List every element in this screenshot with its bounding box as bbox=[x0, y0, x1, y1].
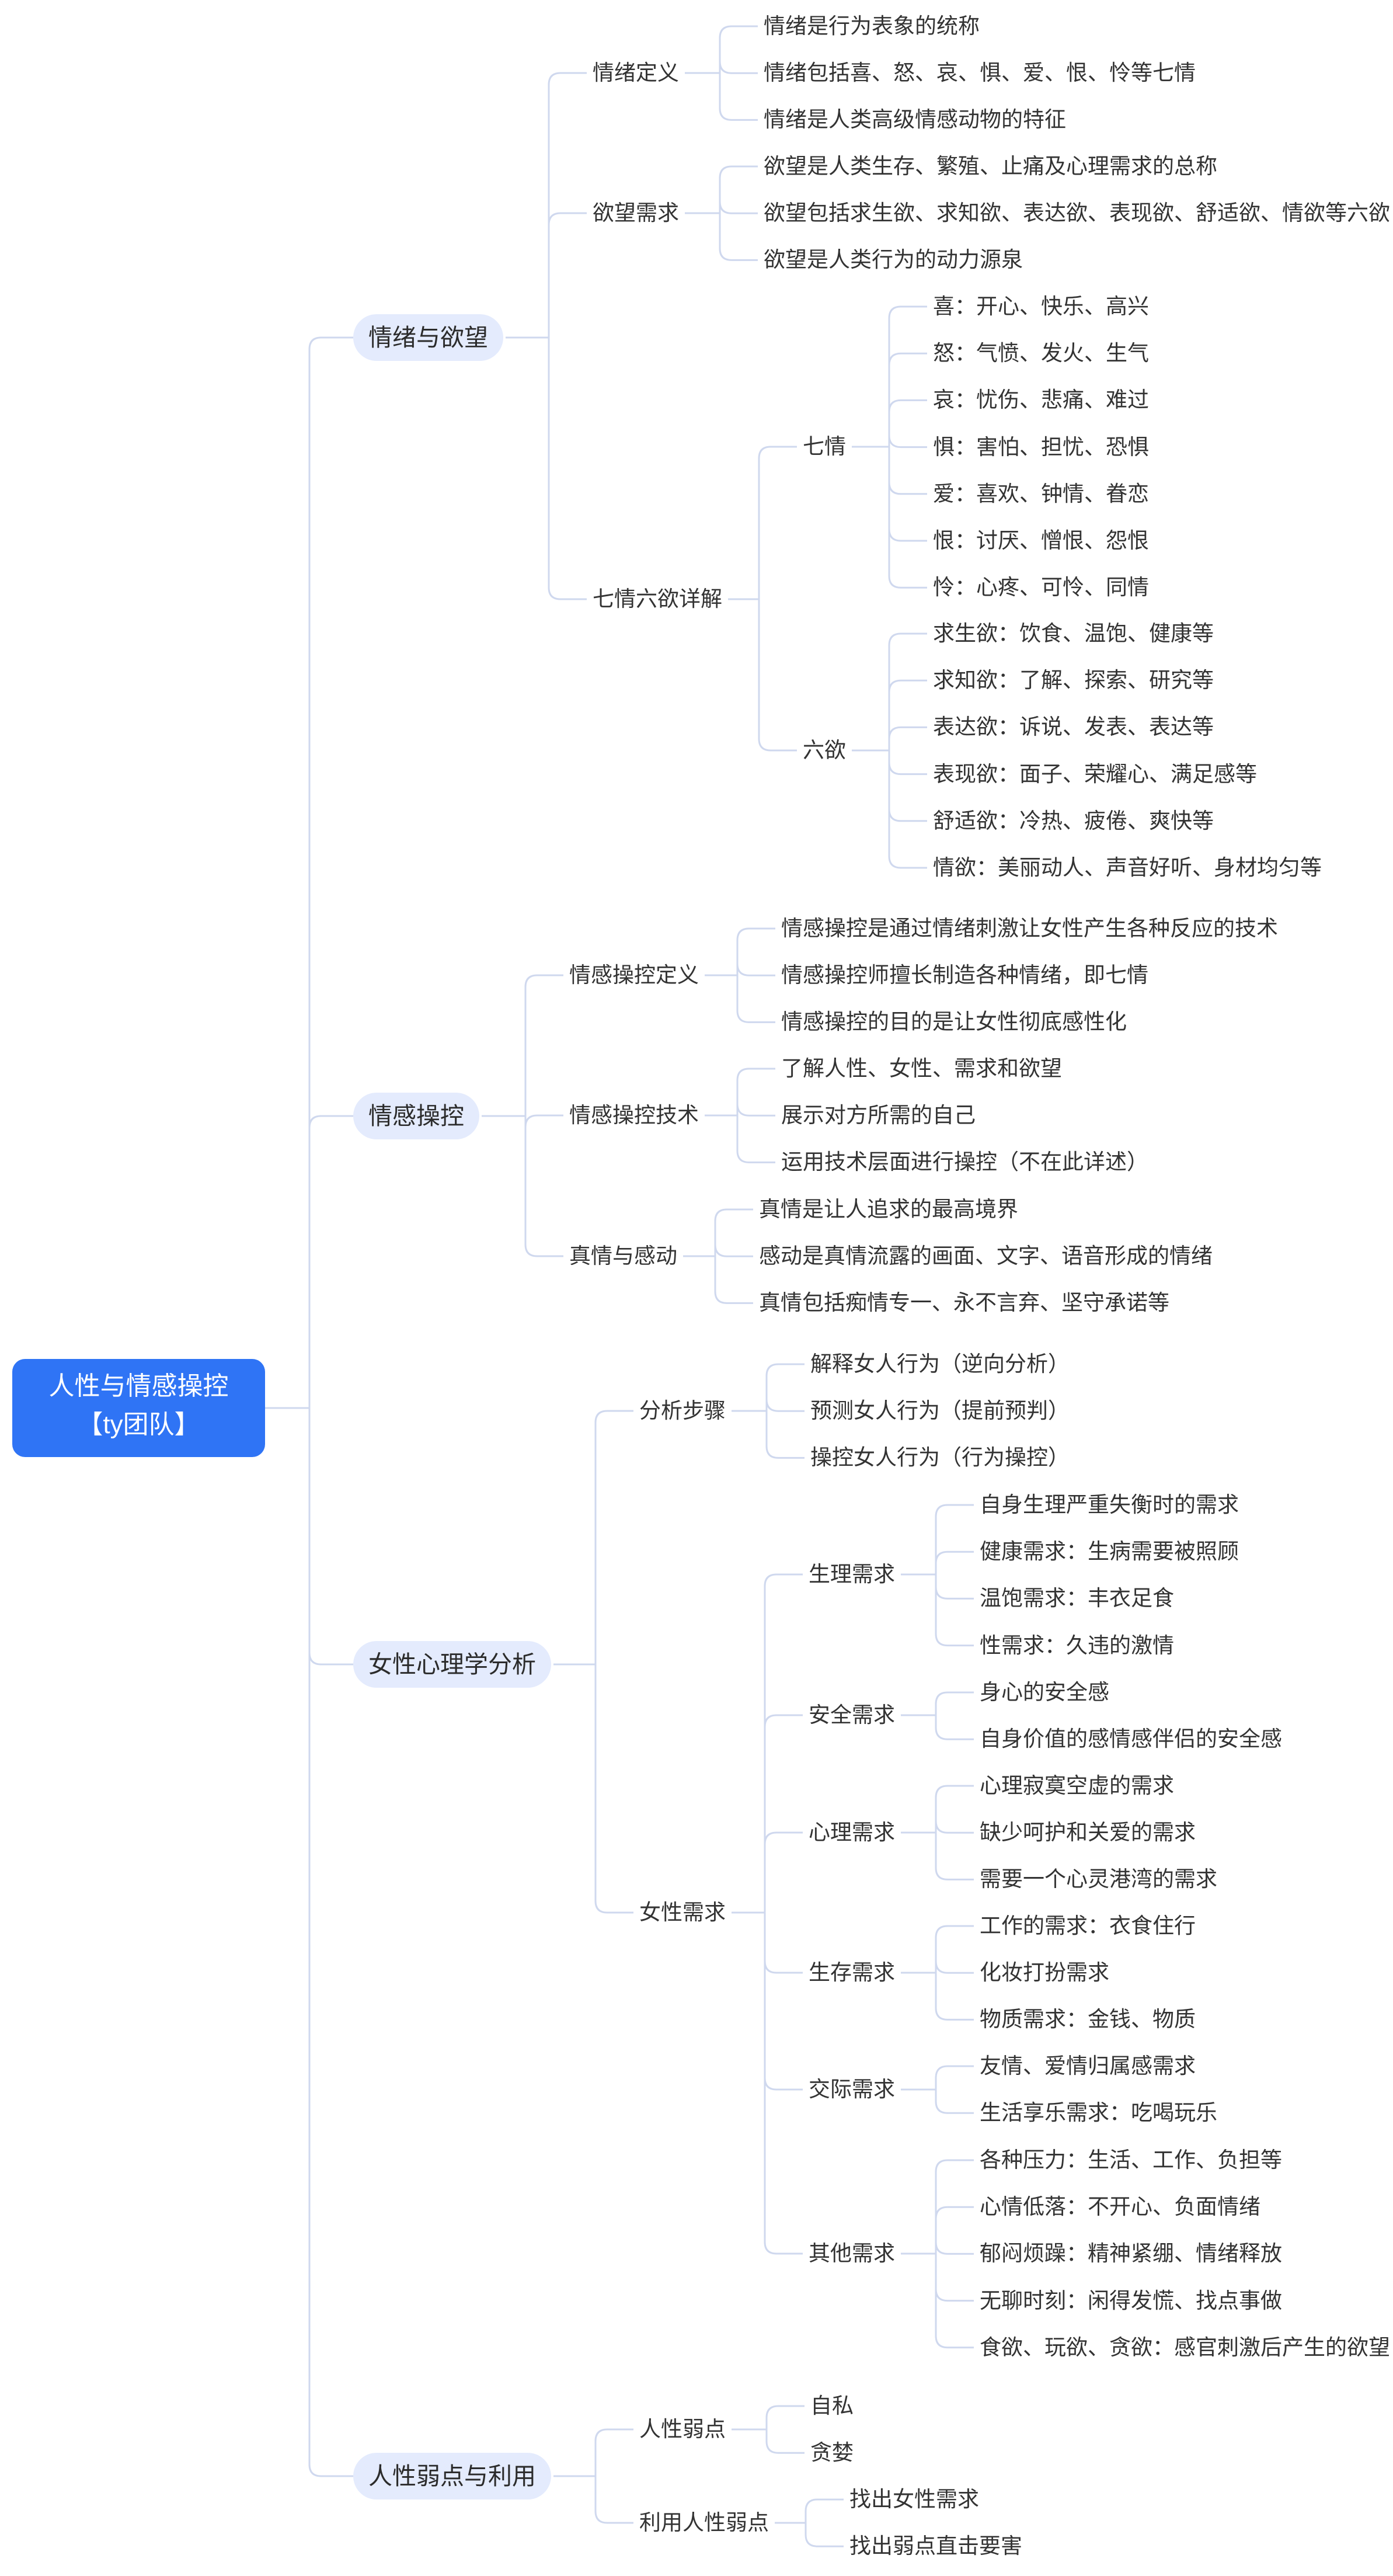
topic-node[interactable]: 情感操控定义 bbox=[569, 963, 699, 987]
branch-node-3[interactable]: 女性心理学分析 bbox=[353, 1641, 551, 1688]
leaf-node[interactable]: 表现欲：面子、荣耀心、满足感等 bbox=[933, 762, 1257, 786]
leaf-node[interactable]: 欲望是人类行为的动力源泉 bbox=[764, 248, 1023, 272]
leaf-node[interactable]: 食欲、玩欲、贪欲：感官刺激后产生的欲望 bbox=[980, 2335, 1390, 2359]
leaf-node[interactable]: 生活享乐需求：吃喝玩乐 bbox=[980, 2101, 1217, 2125]
branch-node-4[interactable]: 人性弱点与利用 bbox=[353, 2453, 551, 2499]
leaf-node[interactable]: 求知欲：了解、探索、研究等 bbox=[933, 668, 1214, 693]
leaf-node[interactable]: 情欲：美丽动人、声音好听、身材均匀等 bbox=[933, 856, 1322, 879]
leaf-node[interactable]: 情感操控是通过情绪刺激让女性产生各种反应的技术 bbox=[781, 916, 1278, 940]
subtopic-node[interactable]: 生存需求 bbox=[809, 1960, 895, 1984]
branch-node-2[interactable]: 情感操控 bbox=[353, 1093, 479, 1139]
leaf-node[interactable]: 工作的需求：衣食住行 bbox=[980, 1914, 1196, 1938]
leaf-node[interactable]: 情绪是行为表象的统称 bbox=[764, 14, 980, 38]
leaf-node[interactable]: 舒适欲：冷热、疲倦、爽快等 bbox=[933, 808, 1214, 833]
topic-node[interactable]: 情绪定义 bbox=[593, 61, 679, 85]
leaf-node[interactable]: 性需求：久违的激情 bbox=[980, 1633, 1174, 1657]
subtopic-node[interactable]: 安全需求 bbox=[809, 1703, 895, 1727]
topic-node[interactable]: 情感操控技术 bbox=[569, 1103, 699, 1127]
leaf-node[interactable]: 物质需求：金钱、物质 bbox=[980, 2007, 1196, 2032]
leaf-node[interactable]: 温饱需求：丰衣足食 bbox=[980, 1586, 1174, 1611]
leaf-node[interactable]: 心理寂寞空虚的需求 bbox=[980, 1774, 1174, 1798]
leaf-node[interactable]: 各种压力：生活、工作、负担等 bbox=[980, 2148, 1282, 2172]
topic-node[interactable]: 欲望需求 bbox=[593, 201, 679, 225]
leaf-node[interactable]: 缺少呵护和关爱的需求 bbox=[980, 1820, 1196, 1845]
leaf-node[interactable]: 真情包括痴情专一、永不言弃、坚守承诺等 bbox=[759, 1291, 1169, 1315]
leaf-node[interactable]: 自身生理严重失衡时的需求 bbox=[980, 1493, 1239, 1517]
leaf-node[interactable]: 欲望包括求生欲、求知欲、表达欲、表现欲、舒适欲、情欲等六欲 bbox=[764, 201, 1390, 225]
leaf-node[interactable]: 惧：害怕、担忧、恐惧 bbox=[933, 434, 1149, 459]
leaf-node[interactable]: 怜：心疼、可怜、同情 bbox=[933, 575, 1149, 600]
subtopic-node[interactable]: 其他需求 bbox=[809, 2241, 895, 2265]
leaf-node[interactable]: 喜：开心、快乐、高兴 bbox=[933, 294, 1149, 318]
leaf-node[interactable]: 真情是让人追求的最高境界 bbox=[759, 1197, 1018, 1221]
subtopic-node[interactable]: 交际需求 bbox=[809, 2077, 895, 2101]
leaf-node[interactable]: 情感操控师擅长制造各种情绪，即七情 bbox=[781, 963, 1148, 988]
leaf-node[interactable]: 需要一个心灵港湾的需求 bbox=[980, 1867, 1217, 1892]
leaf-node[interactable]: 哀：忧伤、悲痛、难过 bbox=[933, 388, 1149, 412]
root-node[interactable]: 人性与情感操控 【ty团队】 bbox=[12, 1359, 265, 1457]
leaf-node[interactable]: 自身价值的感情感伴侣的安全感 bbox=[980, 1727, 1282, 1751]
leaf-node[interactable]: 化妆打扮需求 bbox=[980, 1960, 1109, 1985]
leaf-node[interactable]: 恨：讨厌、憎恨、怨恨 bbox=[933, 529, 1149, 552]
leaf-node[interactable]: 表达欲：诉说、发表、表达等 bbox=[933, 715, 1214, 739]
leaf-node[interactable]: 情感操控的目的是让女性彻底感性化 bbox=[781, 1010, 1127, 1034]
subtopic-node[interactable]: 心理需求 bbox=[809, 1820, 895, 1844]
leaf-node[interactable]: 找出女性需求 bbox=[849, 2487, 979, 2511]
leaf-node[interactable]: 展示对方所需的自己 bbox=[781, 1103, 976, 1128]
root-title-line2: 【ty团队】 bbox=[77, 1410, 200, 1439]
leaf-node[interactable]: 找出弱点直击要害 bbox=[849, 2534, 1022, 2558]
leaf-node[interactable]: 无聊时刻：闲得发慌、找点事做 bbox=[980, 2288, 1282, 2313]
leaf-node[interactable]: 友情、爱情归属感需求 bbox=[980, 2054, 1196, 2078]
topic-node[interactable]: 利用人性弱点 bbox=[639, 2511, 769, 2535]
root-title-line1: 人性与情感操控 bbox=[48, 1372, 229, 1400]
topic-node[interactable]: 分析步骤 bbox=[639, 1399, 726, 1423]
subtopic-node[interactable]: 六欲 bbox=[803, 738, 846, 762]
leaf-node[interactable]: 自私 bbox=[810, 2394, 854, 2418]
subtopic-node[interactable]: 七情 bbox=[803, 434, 846, 458]
leaf-node[interactable]: 预测女人行为（提前预判） bbox=[810, 1399, 1070, 1423]
leaf-node[interactable]: 贪婪 bbox=[810, 2441, 854, 2465]
topic-node[interactable]: 人性弱点 bbox=[639, 2417, 726, 2441]
leaf-node[interactable]: 了解人性、女性、需求和欲望 bbox=[781, 1056, 1062, 1080]
leaf-node[interactable]: 郁闷烦躁：精神紧绷、情绪释放 bbox=[980, 2241, 1282, 2266]
leaf-node[interactable]: 情绪包括喜、怒、哀、惧、爱、恨、怜等七情 bbox=[764, 61, 1196, 85]
leaf-node[interactable]: 心情低落：不开心、负面情绪 bbox=[980, 2195, 1260, 2219]
leaf-node[interactable]: 欲望是人类生存、繁殖、止痛及心理需求的总称 bbox=[764, 154, 1217, 178]
leaf-node[interactable]: 身心的安全感 bbox=[980, 1680, 1109, 1704]
leaf-node[interactable]: 爱：喜欢、钟情、眷恋 bbox=[933, 481, 1149, 506]
leaf-node[interactable]: 运用技术层面进行操控（不在此详述） bbox=[781, 1150, 1148, 1174]
leaf-node[interactable]: 怒：气愤、发火、生气 bbox=[933, 341, 1149, 366]
topic-node[interactable]: 女性需求 bbox=[639, 1900, 726, 1924]
topic-node[interactable]: 七情六欲详解 bbox=[593, 587, 722, 611]
branch-node-1[interactable]: 情绪与欲望 bbox=[353, 314, 503, 361]
leaf-node[interactable]: 求生欲：饮食、温饱、健康等 bbox=[933, 621, 1214, 645]
leaf-node[interactable]: 解释女人行为（逆向分析） bbox=[810, 1352, 1070, 1376]
leaf-node[interactable]: 感动是真情流露的画面、文字、语音形成的情绪 bbox=[759, 1244, 1213, 1268]
leaf-node[interactable]: 健康需求：生病需要被照顾 bbox=[980, 1539, 1239, 1564]
topic-node[interactable]: 真情与感动 bbox=[569, 1244, 677, 1268]
subtopic-node[interactable]: 生理需求 bbox=[809, 1562, 895, 1586]
leaf-node[interactable]: 情绪是人类高级情感动物的特征 bbox=[764, 107, 1066, 132]
leaf-node[interactable]: 操控女人行为（行为操控） bbox=[810, 1445, 1070, 1470]
